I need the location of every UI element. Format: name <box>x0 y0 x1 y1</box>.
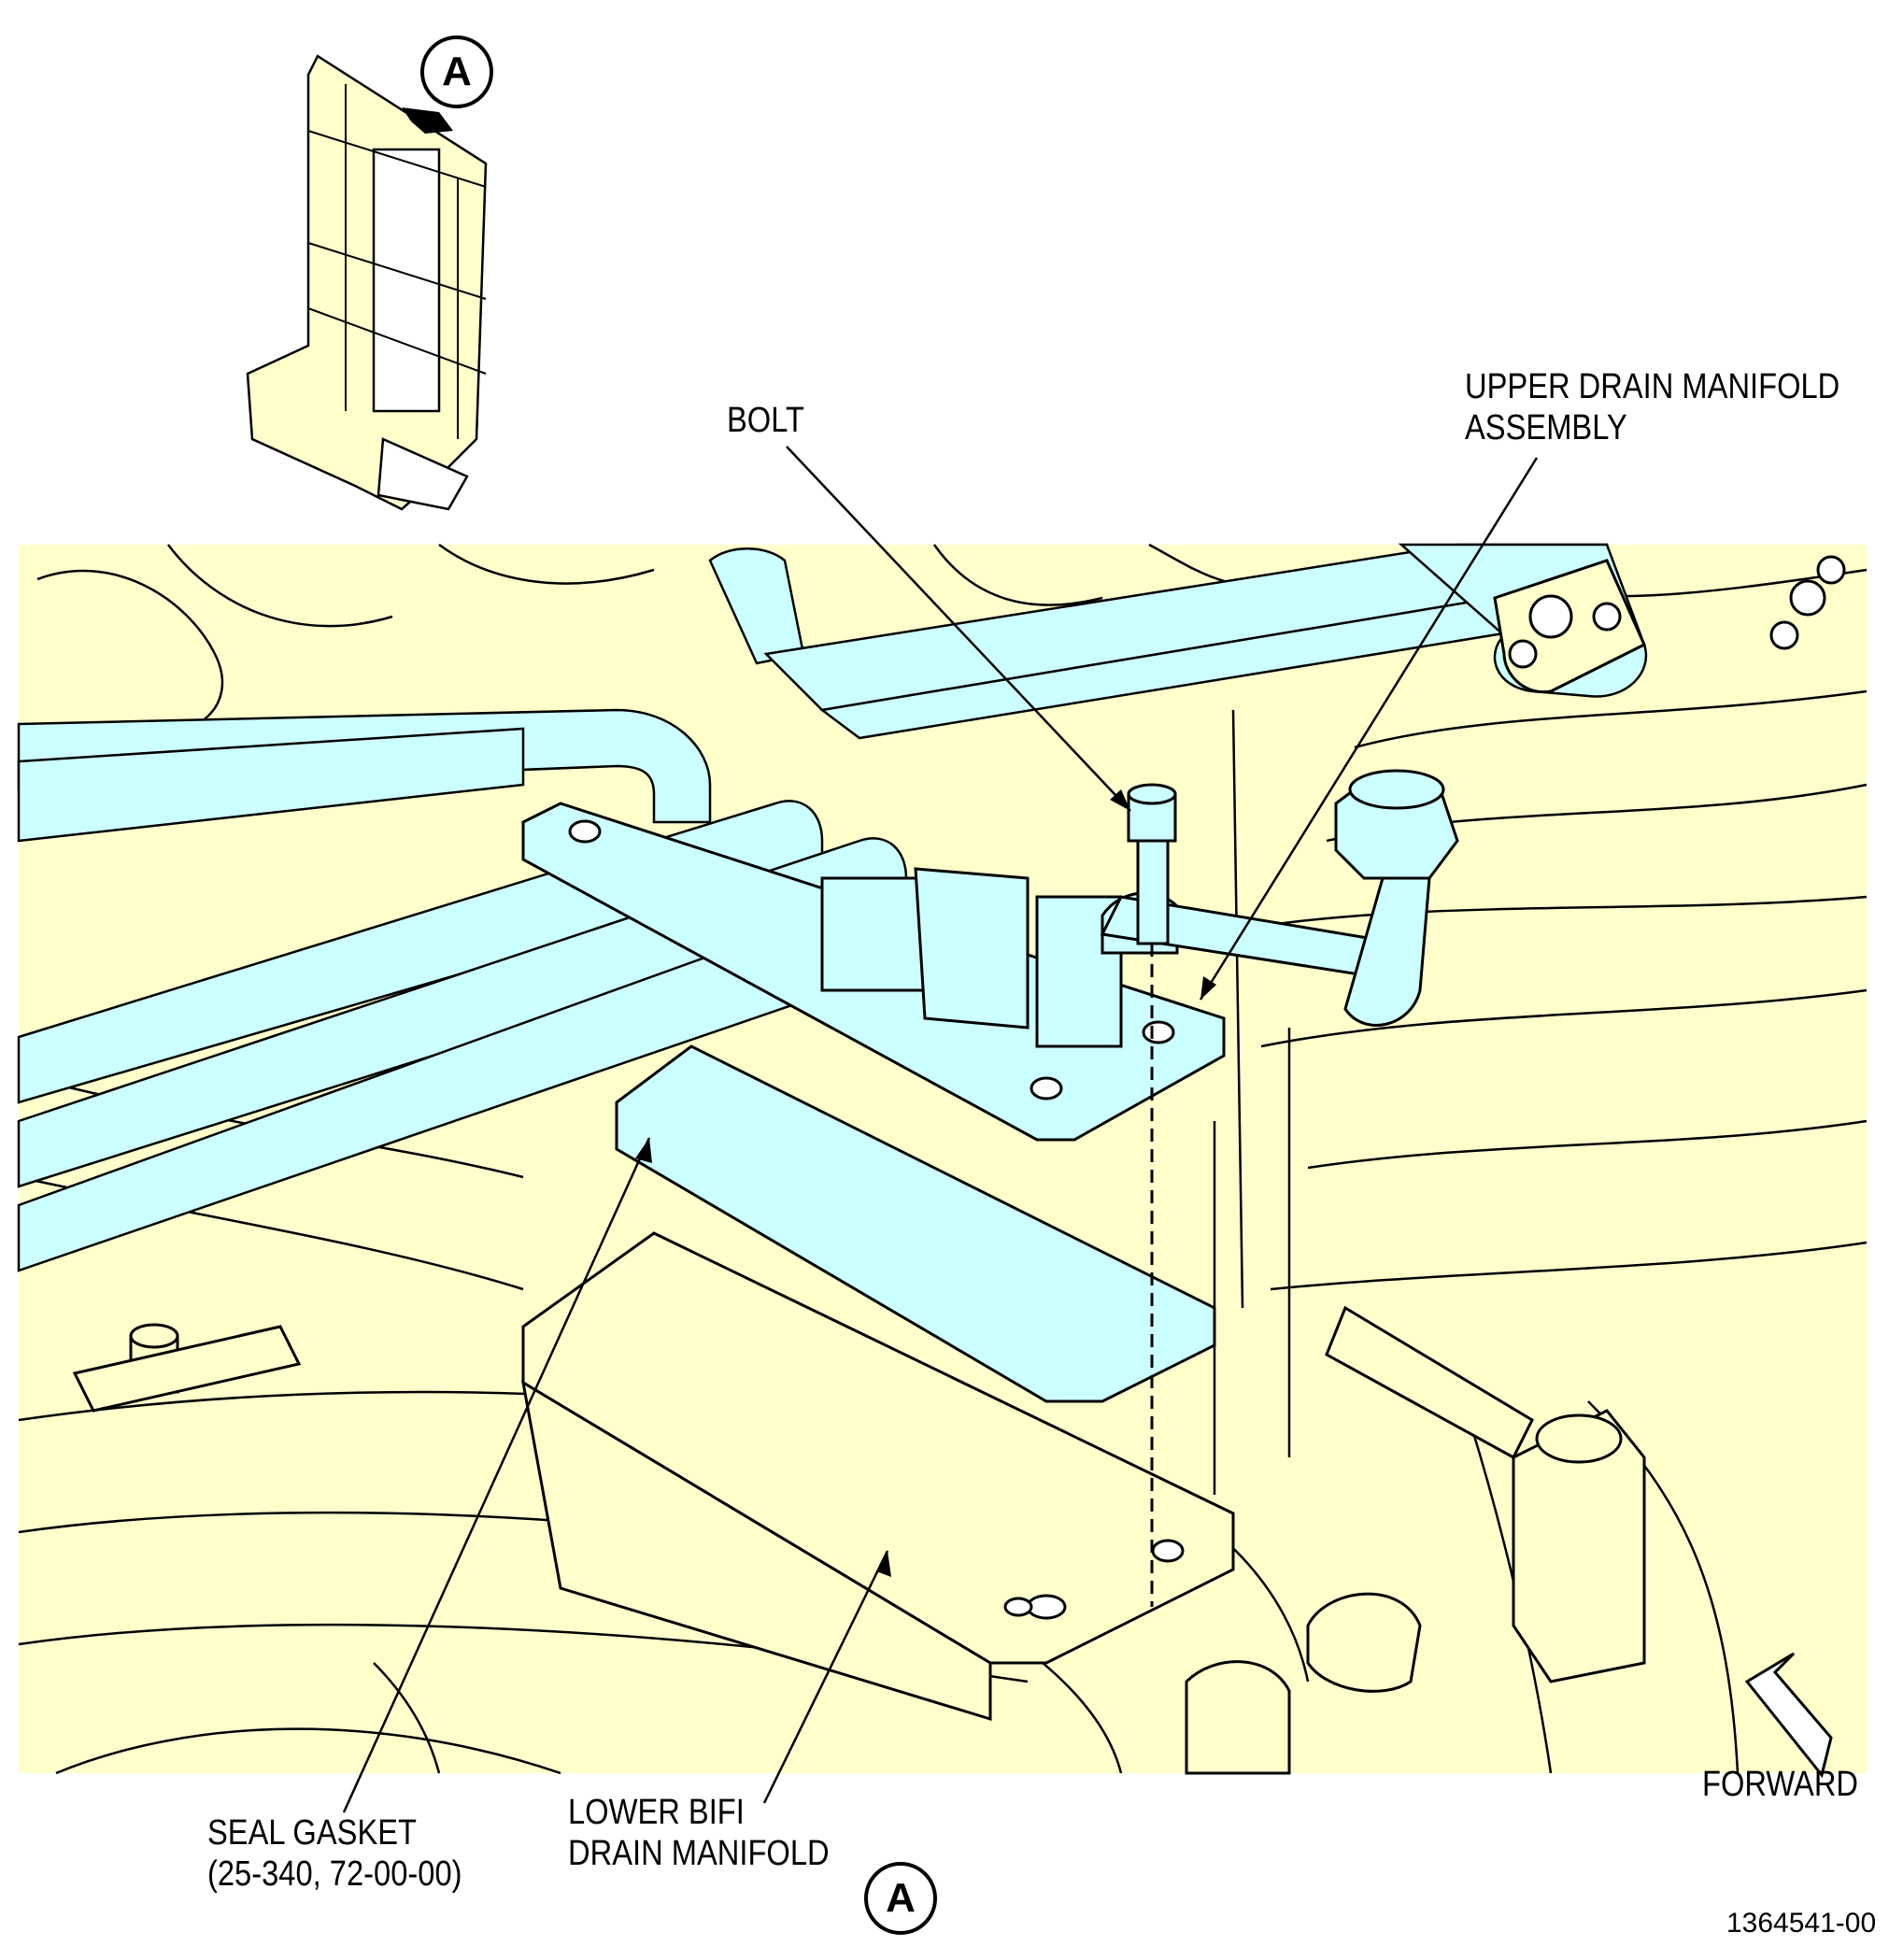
upper-right-bracket <box>1493 555 1846 694</box>
locator-inset <box>246 54 488 511</box>
upper-manifold-label-line-1: UPPER DRAIN MANIFOLD <box>1465 367 1840 406</box>
lower-left-fitting <box>72 1323 302 1413</box>
figure-number: 1364541-00 <box>1726 1908 1877 1939</box>
forward-arrow <box>1744 1652 1833 1779</box>
forward-label-text: FORWARD <box>1702 1765 1859 1804</box>
bolt-label-text: BOLT <box>727 401 804 440</box>
bolt-label: BOLT <box>727 400 804 441</box>
lower-manifold-label: LOWER BIFI DRAIN MANIFOLD <box>568 1792 830 1874</box>
bolt-part <box>1127 783 1177 945</box>
leader-arrowheads <box>635 789 1216 1577</box>
lower-manifold-part <box>520 1231 1235 1722</box>
lower-manifold-label-line-1: LOWER BIFI <box>568 1793 745 1832</box>
leader-lines <box>342 446 1539 1813</box>
upper-manifold-label: UPPER DRAIN MANIFOLD ASSEMBLY <box>1465 366 1839 448</box>
seal-gasket-part <box>615 1044 1216 1403</box>
forward-label: FORWARD <box>1702 1764 1858 1805</box>
view-direction-arrow <box>402 107 453 134</box>
seal-gasket-label: SEAL GASKET (25-340, 72-00-00) <box>207 1812 462 1895</box>
seal-gasket-label-line-1: SEAL GASKET <box>207 1813 418 1853</box>
lower-manifold-label-line-2: DRAIN MANIFOLD <box>568 1834 830 1873</box>
view-callout-top: A <box>420 36 493 108</box>
lower-right-fittings <box>1185 1305 1646 1775</box>
view-callout-bottom: A <box>864 1862 937 1935</box>
seal-gasket-label-line-2: (25-340, 72-00-00) <box>207 1854 462 1894</box>
fitting-tube-right <box>1100 769 1459 1027</box>
locator-detail-lines <box>307 84 487 439</box>
upper-manifold-label-line-2: ASSEMBLY <box>1465 408 1627 447</box>
